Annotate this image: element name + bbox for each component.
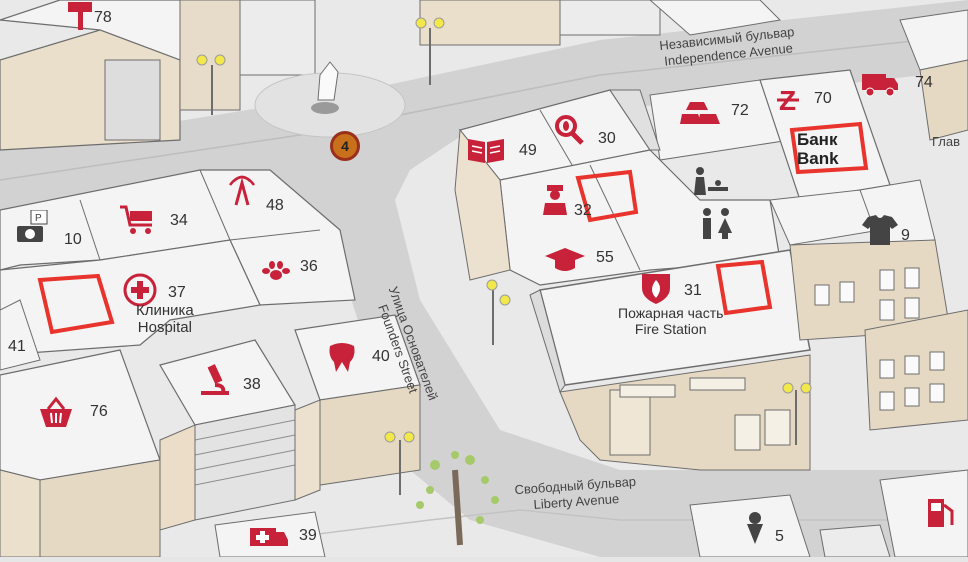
fire-station-windows [619, 377, 791, 451]
facade-38-lines [194, 419, 296, 486]
roof-74 [899, 9, 968, 71]
medical-cross-icon [123, 273, 157, 307]
place-number-78: 78 [94, 9, 112, 26]
place-number-36: 36 [300, 258, 318, 275]
tree-foliage [416, 451, 499, 524]
building-top-far [649, 0, 782, 36]
paw-prints-icon [262, 261, 290, 280]
stairs [609, 89, 661, 151]
microscope-icon [201, 364, 229, 395]
place-number-32: 32 [574, 202, 592, 219]
gold-bars-icon [680, 102, 720, 124]
open-book-icon [468, 139, 504, 163]
monument-marker[interactable]: 4 [330, 131, 360, 161]
hospital-label: Клиника Hospital [136, 302, 194, 337]
fire-station-label-ru: Пожарная часть [618, 305, 724, 321]
building-top-right2 [559, 0, 661, 36]
facade-76b [0, 469, 41, 558]
building-78b [179, 0, 241, 111]
place-number-74: 74 [915, 74, 933, 91]
statue-base [311, 102, 339, 114]
place-number-10: 10 [64, 231, 82, 248]
facade-right-windows [814, 267, 920, 321]
highlight-32 [575, 169, 639, 223]
place-number-5: 5 [775, 528, 784, 545]
currency-sign-icon: Z [777, 85, 799, 116]
bank-label-en: Bank [797, 148, 839, 168]
place-number-39: 39 [299, 527, 317, 544]
building-top-center [239, 0, 316, 76]
fire-shield-icon [642, 274, 670, 304]
place-number-31: 31 [684, 282, 702, 299]
facade-right-lower-windows [879, 351, 945, 411]
statue [317, 61, 339, 101]
fire-station-label-en: Fire Station [634, 321, 707, 338]
graduation-cap-icon [545, 248, 585, 271]
highlight-boxes [37, 121, 869, 335]
place-number-72: 72 [731, 102, 749, 119]
facade-40-side [294, 399, 321, 501]
fire-station-label: Пожарная часть Fire Station [618, 305, 723, 337]
highlight-hospital [37, 273, 115, 335]
baby-changing-icon [694, 167, 728, 195]
shopping-cart-icon [120, 205, 152, 234]
delivery-truck-icon [862, 74, 898, 97]
facade-center-left [454, 128, 511, 281]
roof-small [819, 524, 891, 558]
basket-icon [40, 396, 72, 427]
hospital-label-en: Hospital [137, 319, 192, 337]
police-officer-icon [543, 185, 567, 215]
place-number-30: 30 [598, 130, 616, 147]
place-number-38: 38 [243, 376, 261, 393]
roof-41 [0, 299, 41, 371]
roof-divider-3 [229, 229, 321, 241]
place-number-37: 37 [168, 284, 186, 301]
paint-roller-icon [68, 2, 92, 30]
facade-38 [194, 404, 296, 521]
highlight-fire-station [715, 259, 773, 316]
highlight-bank [789, 121, 869, 175]
roof-divider-2 [199, 169, 231, 241]
t-shirt-icon [862, 215, 898, 245]
road-edge [0, 34, 968, 181]
place-number-9: 9 [901, 227, 910, 244]
magnifier-footprint-icon [555, 115, 584, 145]
svg-text:P: P [35, 213, 42, 224]
place-number-55: 55 [596, 249, 614, 266]
roof-fuel [879, 469, 968, 558]
place-number-41: 41 [8, 338, 26, 355]
fire-station-column [609, 389, 651, 456]
facade-38-side [159, 424, 196, 531]
hospital-label-ru: Клиника [136, 302, 194, 319]
fuel-pump-icon [928, 499, 954, 527]
ice-cream-icon [747, 512, 763, 544]
place-number-34: 34 [170, 212, 188, 229]
bank-label-ru: Банк [797, 130, 838, 149]
fire-station-edge [529, 289, 566, 394]
tree-trunk [452, 469, 463, 546]
camera-parking-icon: P [17, 210, 48, 242]
place-number-70: 70 [814, 90, 832, 107]
bank-label: Банк Bank [797, 130, 839, 168]
roof-divider-1 [79, 199, 101, 261]
facade-74 [919, 59, 968, 141]
place-number-49: 49 [519, 142, 537, 159]
place-number-48: 48 [266, 197, 284, 214]
restroom-icon [703, 208, 732, 239]
tooth-icon [329, 343, 355, 372]
door-78 [104, 59, 161, 141]
roof-divider-49-30 [539, 109, 576, 171]
place-number-76: 76 [90, 403, 108, 420]
place-number-40: 40 [372, 348, 390, 365]
ambulance-icon [250, 528, 288, 546]
street-lamps [196, 17, 812, 495]
radio-tower-icon [229, 175, 255, 206]
partial-street-label: Глав [932, 134, 961, 149]
